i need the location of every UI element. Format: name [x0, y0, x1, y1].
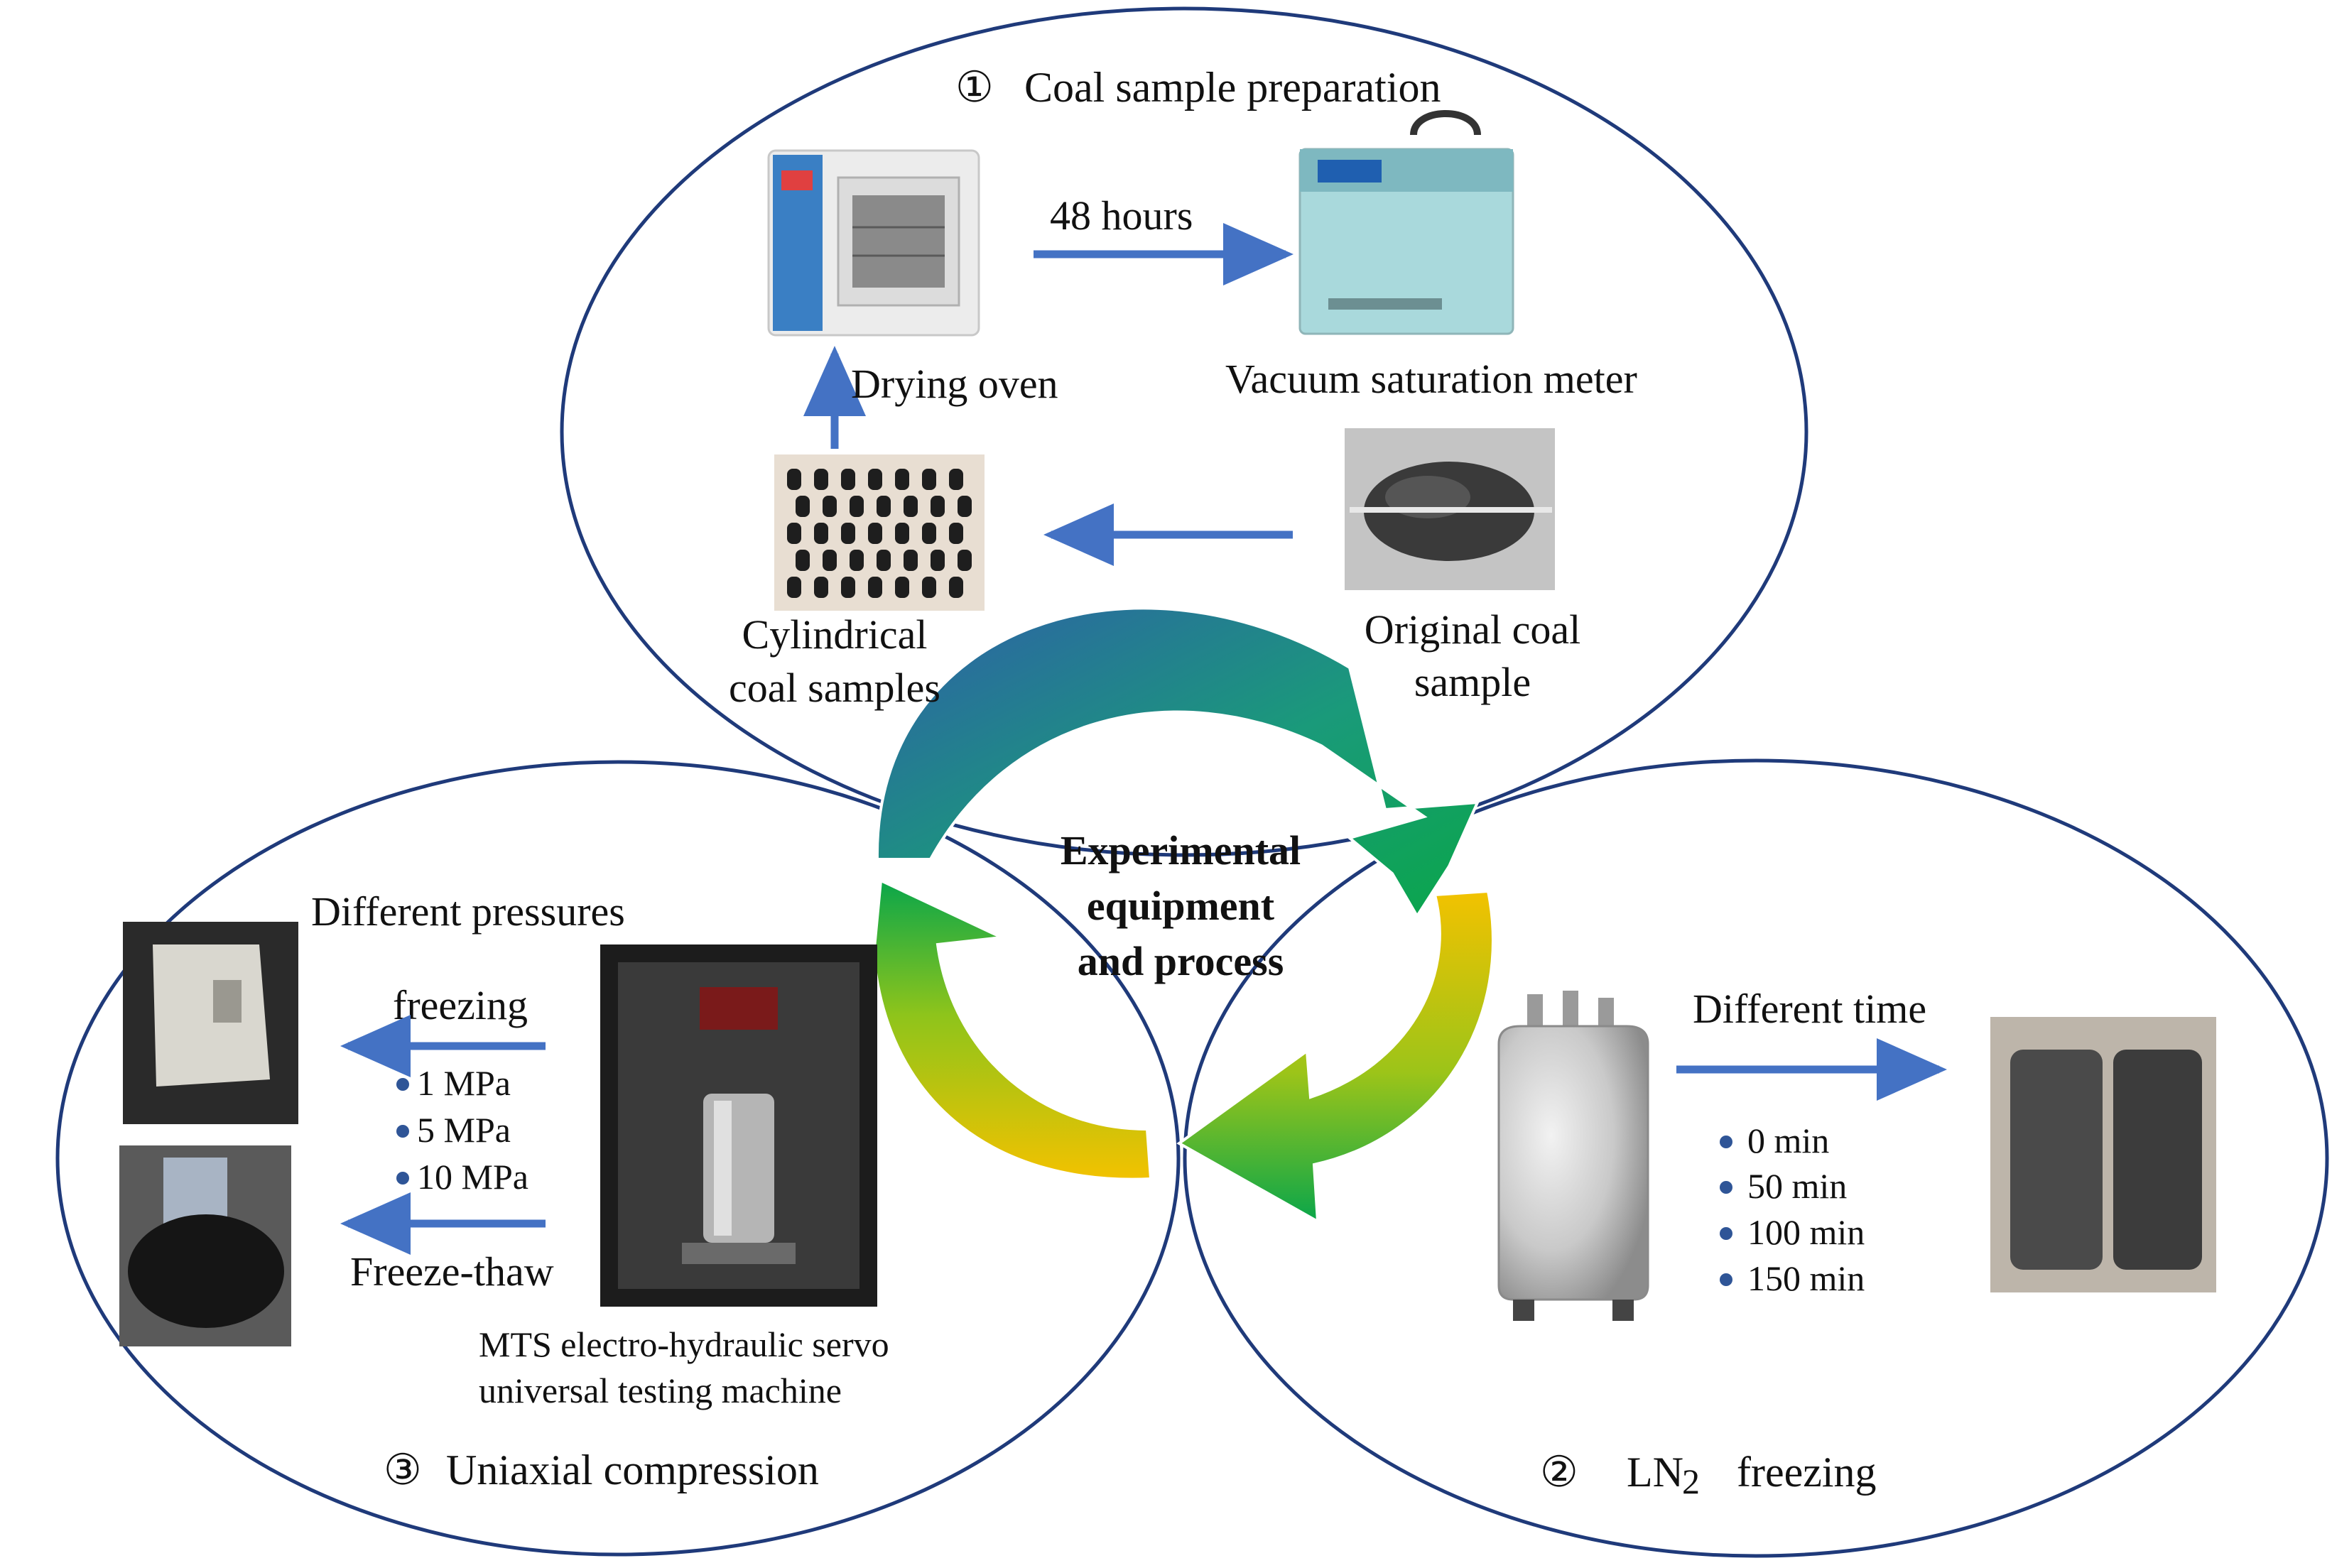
stage2-ellipse — [1183, 758, 2329, 1558]
cylinder-sample — [814, 469, 828, 490]
stage1-title: Coal sample preparation — [1024, 64, 1441, 111]
time-item: 100 min — [1747, 1212, 1865, 1252]
cylindrical-samples-image — [774, 454, 985, 611]
cylinder-sample — [787, 523, 801, 544]
cylinder-sample — [958, 496, 972, 517]
center-line-2: equipment — [1087, 883, 1275, 929]
stage2-arrow-label: Different time — [1693, 986, 1926, 1032]
cylinder-sample — [850, 496, 864, 517]
cylinder-sample — [814, 577, 828, 598]
cylinder-sample — [868, 577, 882, 598]
cylinder-sample — [922, 577, 936, 598]
cylinder-sample — [850, 550, 864, 571]
stage1-arrow-label: 48 hours — [1050, 192, 1193, 239]
cycle-arrows — [872, 606, 1495, 1224]
stage2-title-rest: freezing — [1737, 1449, 1877, 1496]
cylinder-sample — [958, 550, 972, 571]
cylinder-sample — [895, 469, 909, 490]
pressure-bullet — [396, 1078, 409, 1091]
cylinder-sample — [868, 469, 882, 490]
pressure-bullet — [396, 1125, 409, 1138]
cylinder-sample — [904, 496, 918, 517]
mts-machine-image — [600, 944, 877, 1307]
cylindrical-label-line-1: Cylindrical — [742, 611, 928, 658]
cylinder-sample — [877, 496, 891, 517]
machine-label-line-2: universal testing machine — [479, 1371, 842, 1410]
cylinder-sample — [949, 469, 963, 490]
cycle-arrow-top — [875, 606, 1480, 919]
cylinder-sample — [922, 523, 936, 544]
vacuum-meter-label: Vacuum saturation meter — [1225, 356, 1637, 402]
cycle-arrow-left — [872, 878, 1153, 1181]
machine-label-line-1: MTS electro-hydraulic servo — [479, 1324, 889, 1364]
ln2-dewar-image — [1497, 991, 1649, 1321]
cylinder-sample — [895, 523, 909, 544]
stage2-title-sub: 2 — [1682, 1461, 1700, 1501]
time-list: 0 min 50 min 100 min 150 min — [1720, 1121, 1865, 1298]
pressure-bullet — [396, 1172, 409, 1185]
stage1-group: ① Coal sample preparation 48 hours Vacuu… — [729, 64, 1637, 711]
stage1-marker: ① — [955, 64, 994, 111]
vacuum-meter-image — [1298, 110, 1514, 335]
cylinder-sample — [841, 577, 855, 598]
time-bullet — [1720, 1227, 1732, 1240]
freeze-thaw-label: Freeze-thaw — [350, 1248, 554, 1295]
cylinder-sample — [931, 550, 945, 571]
stage2-group: Different time 0 min 50 min 100 min 150 … — [1497, 986, 2216, 1501]
pressure-list: 1 MPa 5 MPa 10 MPa — [396, 1063, 528, 1197]
cylinder-sample — [877, 550, 891, 571]
cylinder-sample — [787, 469, 801, 490]
stage2-marker: ② — [1540, 1449, 1578, 1496]
cylinder-sample — [931, 496, 945, 517]
cylinder-sample — [787, 577, 801, 598]
stage3-ellipse — [55, 760, 1181, 1557]
stage1-ellipse — [560, 6, 1808, 857]
cylinder-sample — [949, 523, 963, 544]
drying-oven-image — [767, 149, 980, 337]
frozen-samples-image — [1990, 1017, 2216, 1292]
stage2-title-main: LN — [1627, 1449, 1683, 1496]
time-item: 150 min — [1747, 1258, 1865, 1298]
stage3-group: Different pressures freezing 1 MPa 5 MPa… — [119, 888, 889, 1493]
cylinder-sample — [868, 523, 882, 544]
cylinder-sample — [904, 550, 918, 571]
center-label: Experimental equipment and process — [1061, 827, 1301, 984]
pressure-item: 5 MPa — [417, 1110, 511, 1150]
cylinder-sample — [841, 469, 855, 490]
pressure-sample-image — [123, 922, 298, 1124]
cylinder-sample — [922, 469, 936, 490]
pressure-item: 1 MPa — [417, 1063, 511, 1103]
cylindrical-label-line-2: coal samples — [729, 665, 940, 711]
stage3-title: Uniaxial compression — [446, 1447, 819, 1493]
original-coal-image — [1345, 428, 1555, 590]
cylinder-sample — [796, 496, 810, 517]
time-bullet — [1720, 1136, 1732, 1148]
cycle-arrow-right — [1176, 889, 1495, 1224]
time-item: 50 min — [1747, 1166, 1847, 1206]
cylinder-sample — [841, 523, 855, 544]
different-pressures-label: Different pressures — [311, 888, 625, 935]
cylinder-sample — [823, 550, 837, 571]
original-label-line-1: Original coal — [1365, 606, 1580, 653]
cylinder-sample — [796, 550, 810, 571]
freezing-label: freezing — [393, 982, 528, 1028]
cylinder-sample — [895, 577, 909, 598]
time-bullet — [1720, 1181, 1732, 1194]
cylinder-sample — [949, 577, 963, 598]
pressure-item: 10 MPa — [417, 1157, 528, 1197]
time-item: 0 min — [1747, 1121, 1829, 1160]
freeze-thaw-sample-image — [119, 1145, 291, 1346]
center-line-3: and process — [1078, 938, 1284, 984]
center-line-1: Experimental — [1061, 827, 1301, 873]
drying-oven-label: Drying oven — [851, 361, 1058, 407]
original-label-line-2: sample — [1414, 659, 1531, 705]
cylinder-sample — [814, 523, 828, 544]
time-bullet — [1720, 1273, 1732, 1286]
cylinder-sample — [823, 496, 837, 517]
stage3-marker: ③ — [384, 1447, 422, 1493]
